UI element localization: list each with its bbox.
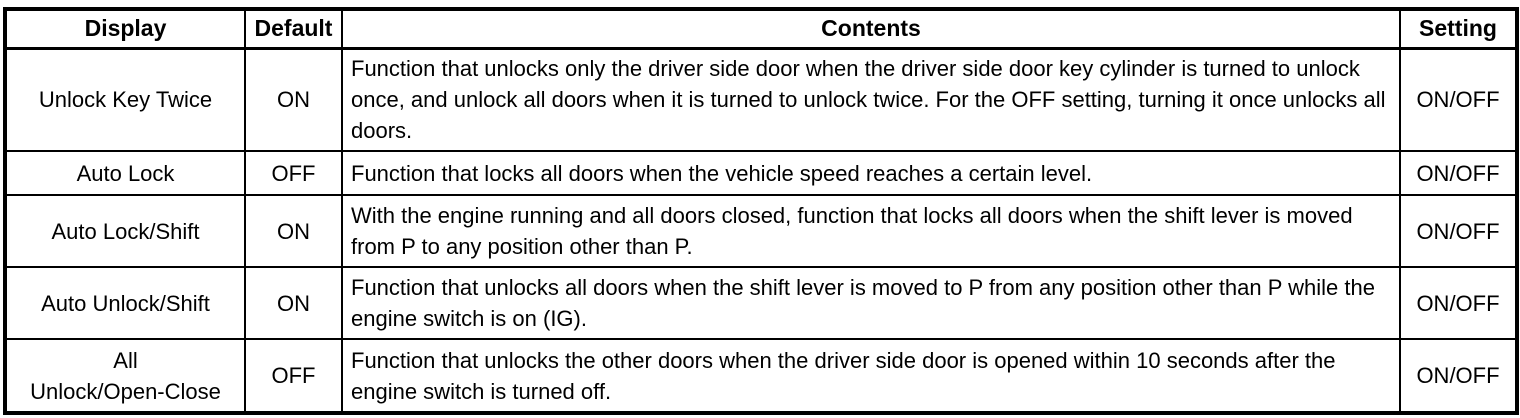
- column-header-default: Default: [244, 8, 343, 50]
- contents-cell: Function that locks all doors when the v…: [341, 150, 1401, 196]
- contents-cell: Function that unlocks all doors when the…: [341, 266, 1401, 340]
- contents-cell: Function that unlocks the other doors wh…: [341, 338, 1401, 414]
- column-header-display: Display: [4, 8, 246, 50]
- display-cell: Auto Unlock/Shift: [4, 266, 246, 340]
- setting-cell: ON/OFF: [1399, 47, 1518, 152]
- door-lock-settings-table: Display Default Contents Setting Unlock …: [3, 7, 1519, 415]
- setting-cell: ON/OFF: [1399, 150, 1518, 196]
- table-row: Unlock Key Twice ON Function that unlock…: [4, 47, 1518, 152]
- display-cell: Auto Lock/Shift: [4, 194, 246, 268]
- setting-cell: ON/OFF: [1399, 266, 1518, 340]
- default-cell: ON: [244, 47, 343, 152]
- table-row: Auto Lock OFF Function that locks all do…: [4, 150, 1518, 196]
- table-row: All Unlock/Open-Close OFF Function that …: [4, 338, 1518, 414]
- default-cell: OFF: [244, 338, 343, 414]
- column-header-contents: Contents: [341, 8, 1401, 50]
- setting-cell: ON/OFF: [1399, 338, 1518, 414]
- setting-cell: ON/OFF: [1399, 194, 1518, 268]
- default-cell: ON: [244, 266, 343, 340]
- display-cell: Auto Lock: [4, 150, 246, 196]
- default-cell: OFF: [244, 150, 343, 196]
- contents-cell: Function that unlocks only the driver si…: [341, 47, 1401, 152]
- column-header-setting: Setting: [1399, 8, 1518, 50]
- header-row: Display Default Contents Setting: [4, 8, 1518, 50]
- display-cell: All Unlock/Open-Close: [4, 338, 246, 414]
- table-row: Auto Lock/Shift ON With the engine runni…: [4, 194, 1518, 268]
- default-cell: ON: [244, 194, 343, 268]
- contents-cell: With the engine running and all doors cl…: [341, 194, 1401, 268]
- display-cell: Unlock Key Twice: [4, 47, 246, 152]
- table-row: Auto Unlock/Shift ON Function that unloc…: [4, 266, 1518, 340]
